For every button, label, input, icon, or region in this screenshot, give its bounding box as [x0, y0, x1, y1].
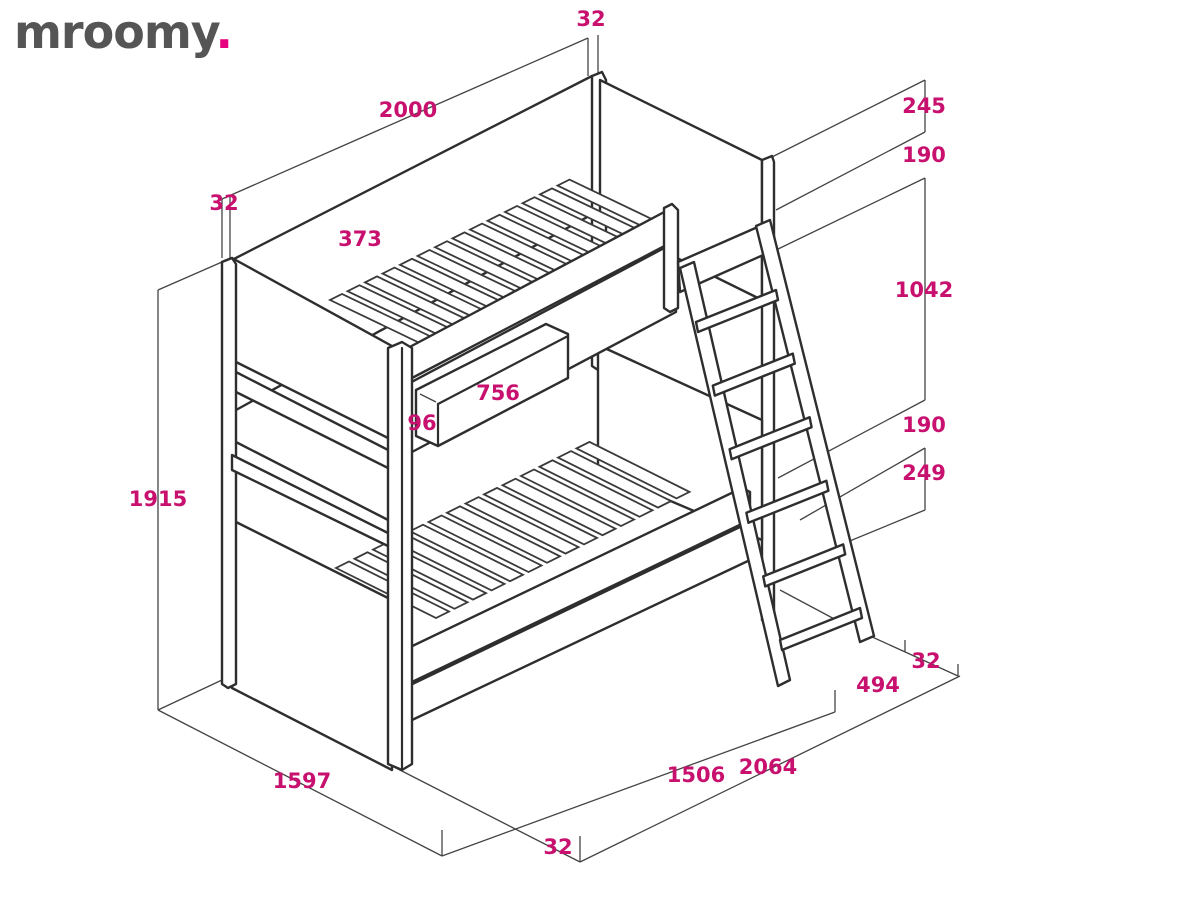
brand-dot: .	[215, 5, 234, 59]
ladder-rung	[745, 479, 830, 524]
dim-245: 245	[902, 94, 946, 118]
ladder[interactable]	[678, 218, 876, 688]
bottom-slat	[407, 523, 526, 583]
bottom-slat	[481, 486, 600, 546]
dim-1915: 1915	[129, 487, 187, 511]
dim-drawer-height: 96	[407, 411, 436, 435]
bottom-slat	[426, 514, 544, 574]
dim-190-top: 190	[902, 143, 946, 167]
dim-left-post: 32	[209, 191, 238, 215]
dim-front-post: 32	[543, 835, 572, 859]
bottom-slat	[518, 468, 637, 528]
ladder-rung	[711, 352, 796, 397]
bottom-slat	[574, 440, 692, 500]
dim-494: 494	[856, 673, 900, 697]
dim-249: 249	[902, 461, 946, 485]
dim-guard-height: 373	[338, 227, 382, 251]
dim-1042: 1042	[895, 278, 953, 302]
dim-ladder-post: 32	[911, 649, 940, 673]
dimension-labels: 32 2000 32 373 756 96 245 190 1042 190 2…	[129, 7, 953, 859]
ladder-rung	[694, 288, 780, 334]
dim-190-bottom: 190	[902, 413, 946, 437]
drawer	[414, 322, 570, 448]
bottom-slats	[333, 440, 692, 620]
front-frame	[220, 202, 772, 772]
bottom-slat	[463, 496, 581, 555]
dim-length-2000: 2000	[379, 98, 437, 122]
dim-1506: 1506	[667, 763, 725, 787]
dim-top-post: 32	[576, 7, 605, 31]
bottom-slat	[500, 477, 618, 537]
ladder-rung	[728, 416, 813, 461]
dim-1597: 1597	[273, 769, 331, 793]
dim-drawer-width: 756	[476, 381, 520, 405]
dimension-lines	[157, 35, 961, 863]
brand-logo: mroomy.	[14, 2, 234, 62]
top-slats	[327, 178, 668, 348]
bottom-slat	[444, 505, 563, 564]
dim-2064: 2064	[739, 755, 797, 779]
bottom-slat	[555, 450, 674, 509]
ladder-rung	[762, 543, 847, 588]
ladder-rung	[778, 606, 864, 652]
bottom-slat	[537, 459, 655, 518]
brand-name: mroomy	[14, 5, 217, 59]
